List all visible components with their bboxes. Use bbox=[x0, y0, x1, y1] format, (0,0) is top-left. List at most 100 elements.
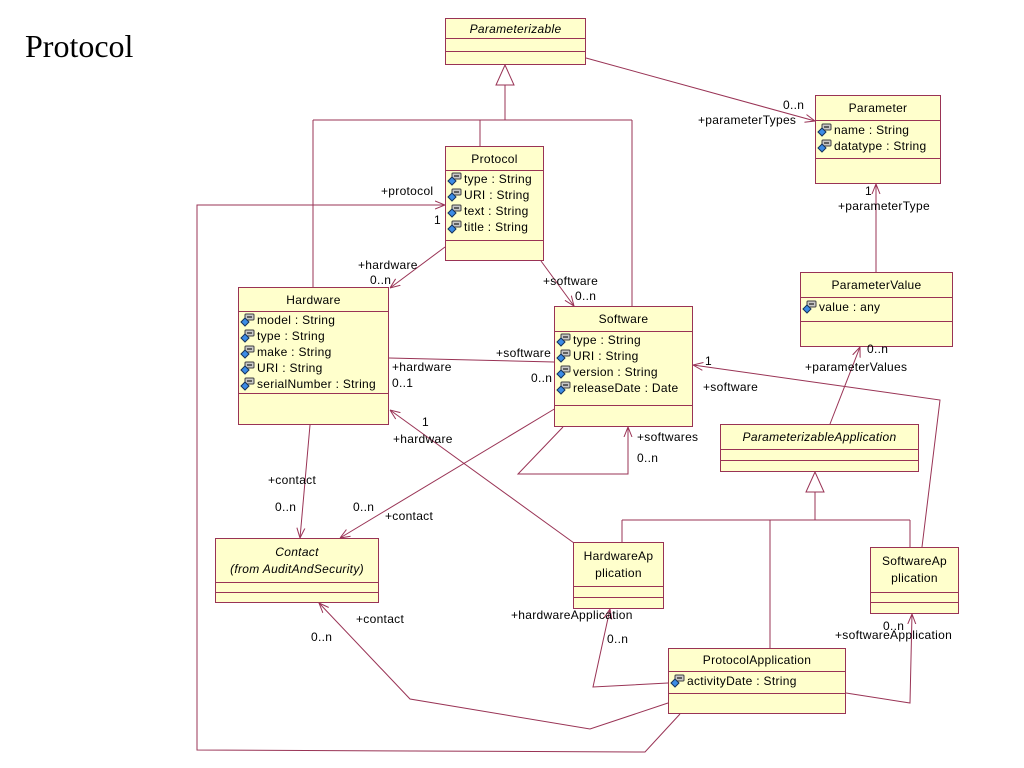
class-name: Protocol bbox=[471, 151, 518, 166]
association-hardwareapplication-hardware bbox=[390, 410, 575, 544]
attribute-icon bbox=[556, 349, 572, 363]
attribute-label: type : String bbox=[464, 172, 532, 186]
class-name-line: HardwareAp bbox=[583, 548, 654, 563]
attribute-icon bbox=[447, 188, 463, 202]
operation-compartment bbox=[721, 461, 918, 471]
attribute-icon bbox=[447, 204, 463, 218]
class-name-compartment: Hardware bbox=[239, 288, 388, 312]
attribute-icon bbox=[670, 674, 686, 688]
class-protocol-application: ProtocolApplication activityDate : Strin… bbox=[668, 648, 846, 714]
role-label: +hardware bbox=[358, 258, 418, 272]
attribute-row: title : String bbox=[446, 219, 543, 235]
class-name: Hardware bbox=[286, 292, 341, 307]
class-hardware: Hardware model : String type : String ma… bbox=[238, 287, 389, 425]
attribute-label: name : String bbox=[834, 123, 910, 137]
attribute-icon bbox=[240, 329, 256, 343]
attribute-label: make : String bbox=[257, 345, 332, 359]
attribute-compartment: activityDate : String bbox=[669, 672, 845, 694]
role-label: +contact bbox=[268, 473, 317, 487]
attribute-row: version : String bbox=[555, 364, 692, 380]
class-name-line: SoftwareAp bbox=[881, 554, 948, 568]
attribute-label: version : String bbox=[573, 365, 658, 379]
page-title: Protocol bbox=[25, 28, 134, 64]
association-hardware-software bbox=[388, 357, 555, 363]
attribute-compartment: value : any bbox=[801, 298, 952, 322]
operation-compartment bbox=[669, 694, 845, 713]
class-protocol: Protocol type : String URI : String text… bbox=[445, 146, 544, 261]
attribute-icon bbox=[802, 300, 818, 314]
class-name-compartment: SoftwareAp plication bbox=[871, 548, 958, 593]
association-software-contact bbox=[340, 407, 557, 538]
attribute-icon bbox=[556, 365, 572, 379]
class-name-compartment: ParameterizableApplication bbox=[721, 425, 918, 450]
attribute-icon bbox=[240, 313, 256, 327]
attribute-label: URI : String bbox=[573, 349, 639, 363]
association-software-software bbox=[516, 426, 628, 475]
attribute-compartment: name : String datatype : String bbox=[816, 121, 940, 159]
role-label: +hardwareApplication bbox=[511, 608, 633, 622]
attribute-row: serialNumber : String bbox=[239, 376, 388, 392]
role-label: +parameterType bbox=[838, 199, 930, 213]
association-protocol-hardware bbox=[390, 246, 446, 288]
attribute-row: URI : String bbox=[239, 360, 388, 376]
class-name: Parameter bbox=[848, 101, 908, 115]
attribute-label: serialNumber : String bbox=[257, 377, 377, 391]
attribute-compartment bbox=[871, 593, 958, 603]
multiplicity-label: 0..n bbox=[607, 632, 629, 646]
association-protocolapplication-hardwareapplication bbox=[592, 609, 669, 688]
multiplicity-label: 1 bbox=[705, 354, 712, 368]
attribute-row: releaseDate : Date bbox=[555, 380, 692, 396]
generalization-triangle bbox=[805, 470, 825, 493]
multiplicity-label: 0..n bbox=[531, 371, 553, 385]
attribute-icon bbox=[447, 172, 463, 186]
class-software-application: SoftwareAp plication bbox=[870, 547, 959, 614]
package-note: (from AuditAndSecurity) bbox=[230, 561, 364, 576]
attribute-label: title : String bbox=[464, 220, 529, 234]
class-name: ParameterizableApplication bbox=[742, 430, 897, 444]
attribute-compartment: model : String type : String make : Stri… bbox=[239, 312, 388, 394]
role-label: +hardware bbox=[392, 360, 452, 374]
attribute-label: type : String bbox=[573, 333, 641, 347]
class-name-compartment: ParameterValue bbox=[801, 273, 952, 298]
attribute-row: value : any bbox=[801, 299, 952, 315]
association-protocolapplication-contact bbox=[319, 603, 669, 730]
association-softwareapplication-software bbox=[693, 365, 941, 548]
operation-compartment bbox=[216, 593, 378, 602]
attribute-row: type : String bbox=[555, 332, 692, 348]
role-label: +software bbox=[543, 274, 599, 288]
operation-compartment bbox=[574, 598, 663, 608]
role-label: +parameterTypes bbox=[698, 113, 797, 127]
class-name-compartment: Software bbox=[555, 307, 692, 332]
attribute-icon bbox=[240, 361, 256, 375]
operation-compartment bbox=[446, 241, 543, 260]
attribute-row: model : String bbox=[239, 312, 388, 328]
attribute-label: text : String bbox=[464, 204, 529, 218]
attribute-icon bbox=[556, 381, 572, 395]
multiplicity-label: 1 bbox=[865, 184, 872, 198]
attribute-icon bbox=[447, 220, 463, 234]
attribute-label: value : any bbox=[819, 300, 881, 314]
class-name-line: plication bbox=[891, 571, 938, 585]
role-label: +protocol bbox=[381, 184, 434, 198]
attribute-compartment: type : String URI : String text : String… bbox=[446, 171, 543, 241]
attribute-label: type : String bbox=[257, 329, 325, 343]
multiplicity-label: 0..n bbox=[783, 98, 805, 112]
class-name: Software bbox=[598, 312, 649, 326]
class-name: Contact bbox=[275, 544, 319, 559]
multiplicity-label: 0..n bbox=[311, 630, 333, 644]
multiplicity-label: 0..n bbox=[575, 289, 597, 303]
multiplicity-label: 0..n bbox=[275, 500, 297, 514]
attribute-row: name : String bbox=[816, 122, 940, 138]
class-name-compartment: Parameterizable bbox=[446, 19, 585, 39]
attribute-compartment: type : String URI : String version : Str… bbox=[555, 332, 692, 406]
operation-compartment bbox=[816, 159, 940, 183]
attribute-compartment bbox=[446, 39, 585, 52]
attribute-icon bbox=[817, 123, 833, 137]
class-name-line: plication bbox=[595, 565, 642, 580]
attribute-compartment bbox=[721, 450, 918, 461]
role-label: +contact bbox=[385, 509, 434, 523]
operation-compartment bbox=[239, 394, 388, 424]
attribute-row: text : String bbox=[446, 203, 543, 219]
class-name-compartment: ProtocolApplication bbox=[669, 649, 845, 672]
attribute-label: model : String bbox=[257, 313, 336, 327]
